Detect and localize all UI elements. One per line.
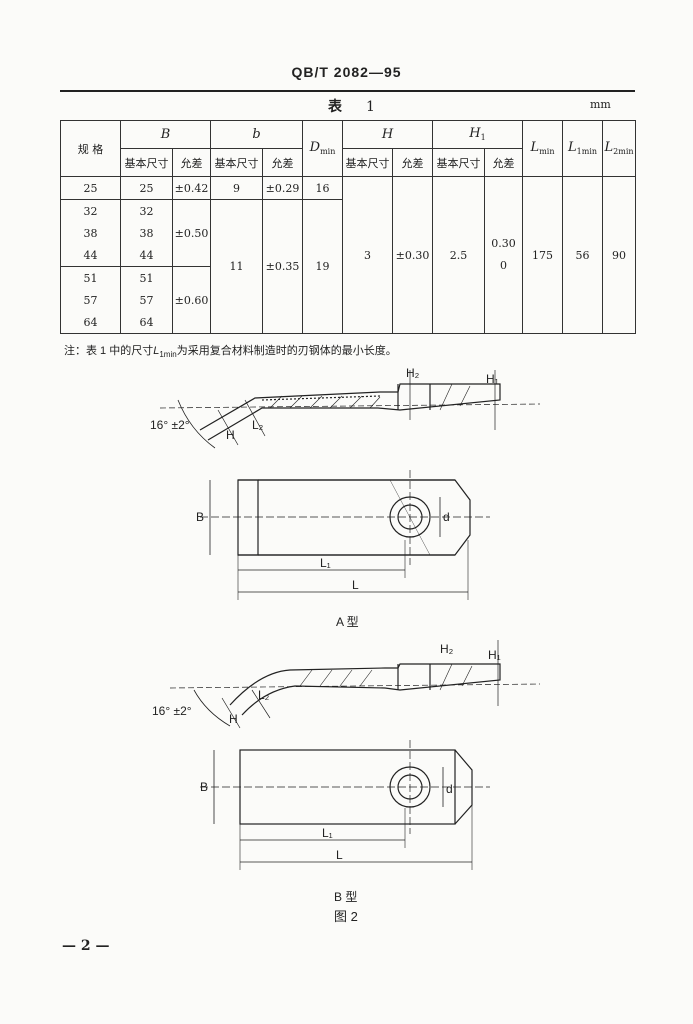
H1-header: H1 [432, 120, 524, 149]
table-note: 注：表 1 中的尺寸L1min为采用复合材料制造时的刃钢体的最小长度。 [64, 345, 397, 360]
page-number: — 2 — [62, 938, 110, 954]
figA-B: B [196, 510, 205, 524]
figB-d: d [446, 782, 453, 796]
top-rule [60, 90, 635, 92]
figA-H: H [226, 428, 235, 442]
figA-L2: L₂ [252, 418, 264, 432]
figure-caption: 图 2 [334, 909, 358, 924]
figA-L: L [352, 578, 359, 592]
standard-code: QB/T 2082—95 [291, 64, 402, 80]
figB-caption: B 型 [334, 890, 358, 904]
figA-L1: L₁ [320, 556, 331, 570]
L1min-header: L1min [562, 120, 604, 177]
figB-H1: H₁ [488, 648, 501, 662]
figB-B: B [200, 780, 209, 794]
L2min-header: L2min [602, 120, 637, 177]
figB-L: L [336, 848, 343, 862]
figB-angle: 16° ±2° [152, 704, 192, 718]
spec-header: 规 格 [60, 120, 121, 177]
header-row-2: 基本尺寸允差 基本尺寸允差 基本尺寸允差 基本尺寸允差 [61, 148, 636, 177]
figB-H: H [229, 712, 238, 726]
dimension-table: 规 格 B b Dmin H H1 Lmin L1min L2min 基本尺寸允… [60, 120, 637, 334]
figA-H2: H₂ [406, 366, 420, 380]
figA-angle: 16° ±2° [150, 418, 190, 432]
Lmin-header: Lmin [522, 120, 564, 177]
header-row-1: 规 格 B b Dmin H H1 Lmin L1min L2min [60, 120, 637, 177]
table-unit: mm [590, 98, 611, 111]
figure-a-drawing [159, 370, 541, 600]
figB-H2: H₂ [440, 642, 454, 656]
H-header: H [381, 127, 394, 142]
b-header: b [252, 127, 261, 142]
figA-d: d [443, 510, 450, 524]
figure-b-drawing [169, 640, 541, 870]
figB-L1: L₁ [322, 826, 333, 840]
figA-caption: A 型 [336, 615, 359, 629]
figA-H1: H₁ [486, 372, 499, 386]
B-header: B [160, 127, 171, 142]
D-header: Dmin [302, 120, 344, 177]
table-number: 1 [366, 99, 375, 115]
figB-L2: L₂ [258, 688, 270, 702]
